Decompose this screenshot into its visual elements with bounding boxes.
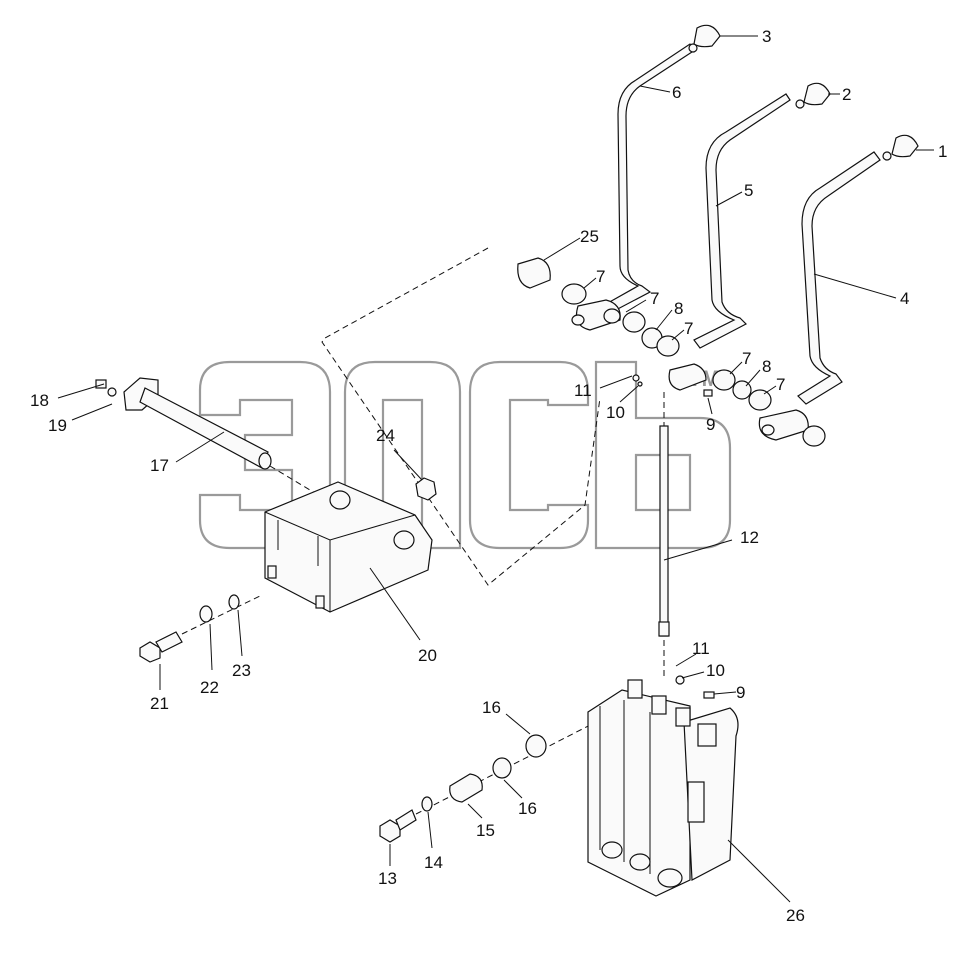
callout-7a: 7 [596, 267, 605, 286]
callout-7e: 7 [776, 375, 785, 394]
washer-16b [525, 734, 547, 758]
callout-6: 6 [672, 83, 681, 102]
leader-lines [57, 35, 934, 903]
callout-9b: 9 [736, 683, 745, 702]
callout-1: 1 [938, 142, 947, 161]
washer-14 [421, 796, 433, 812]
callout-5: 5 [744, 181, 753, 200]
callout-7b: 7 [650, 289, 659, 308]
callout-2: 2 [842, 85, 851, 104]
callout-13: 13 [378, 869, 397, 888]
callout-19: 19 [48, 416, 67, 435]
callout-7d: 7 [742, 349, 751, 368]
callout-10b: 10 [706, 661, 725, 680]
lever-5 [693, 82, 831, 349]
bracket-20 [264, 481, 433, 613]
callout-12: 12 [740, 528, 759, 547]
callout-14: 14 [424, 853, 443, 872]
callout-15: 15 [476, 821, 495, 840]
callout-10a: 10 [606, 403, 625, 422]
callout-26: 26 [786, 906, 805, 925]
callout-8b: 8 [762, 357, 771, 376]
callout-17: 17 [150, 456, 169, 475]
washer-23 [228, 594, 240, 610]
washer-22 [199, 605, 213, 623]
callout-18: 18 [30, 391, 49, 410]
nut-24 [415, 477, 437, 501]
pivot-parts [517, 257, 826, 447]
callout-25: 25 [580, 227, 599, 246]
lever-6 [605, 24, 721, 313]
callout-24: 24 [376, 426, 395, 445]
link-rod-12 [658, 392, 670, 676]
callout-21: 21 [150, 694, 169, 713]
assembly-outline [321, 247, 601, 586]
callout-11b: 11 [692, 639, 710, 658]
bolt-21 [139, 595, 261, 663]
callout-4: 4 [900, 289, 909, 308]
callout-16a: 16 [518, 799, 537, 818]
callout-20: 20 [418, 646, 437, 665]
callout-23: 23 [232, 661, 251, 680]
callout-3: 3 [762, 27, 771, 46]
callout-7c: 7 [684, 319, 693, 338]
callout-9a: 9 [706, 415, 715, 434]
spacer-15 [449, 773, 483, 803]
control-valve-26 [587, 675, 739, 897]
washer-16a [492, 757, 512, 779]
callout-22: 22 [200, 678, 219, 697]
shaft-17 [95, 377, 331, 503]
callout-16b: 16 [482, 698, 501, 717]
callout-11a: 11 [574, 381, 592, 400]
callout-labels: 3 2 1 4 5 6 25 7 7 8 7 11 10 9 7 8 7 12 … [30, 27, 947, 925]
lever-4 [797, 134, 919, 405]
callout-8a: 8 [674, 299, 683, 318]
